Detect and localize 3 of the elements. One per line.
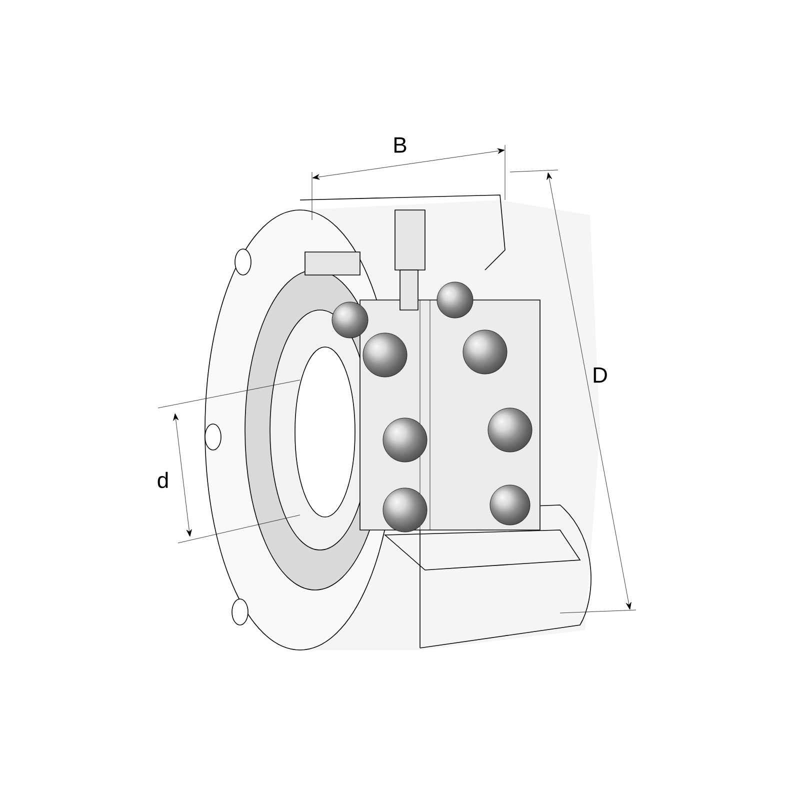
dimension-label: d: [158, 472, 168, 488]
dimension-label: D: [594, 367, 607, 383]
dimension-label: B: [394, 137, 406, 153]
